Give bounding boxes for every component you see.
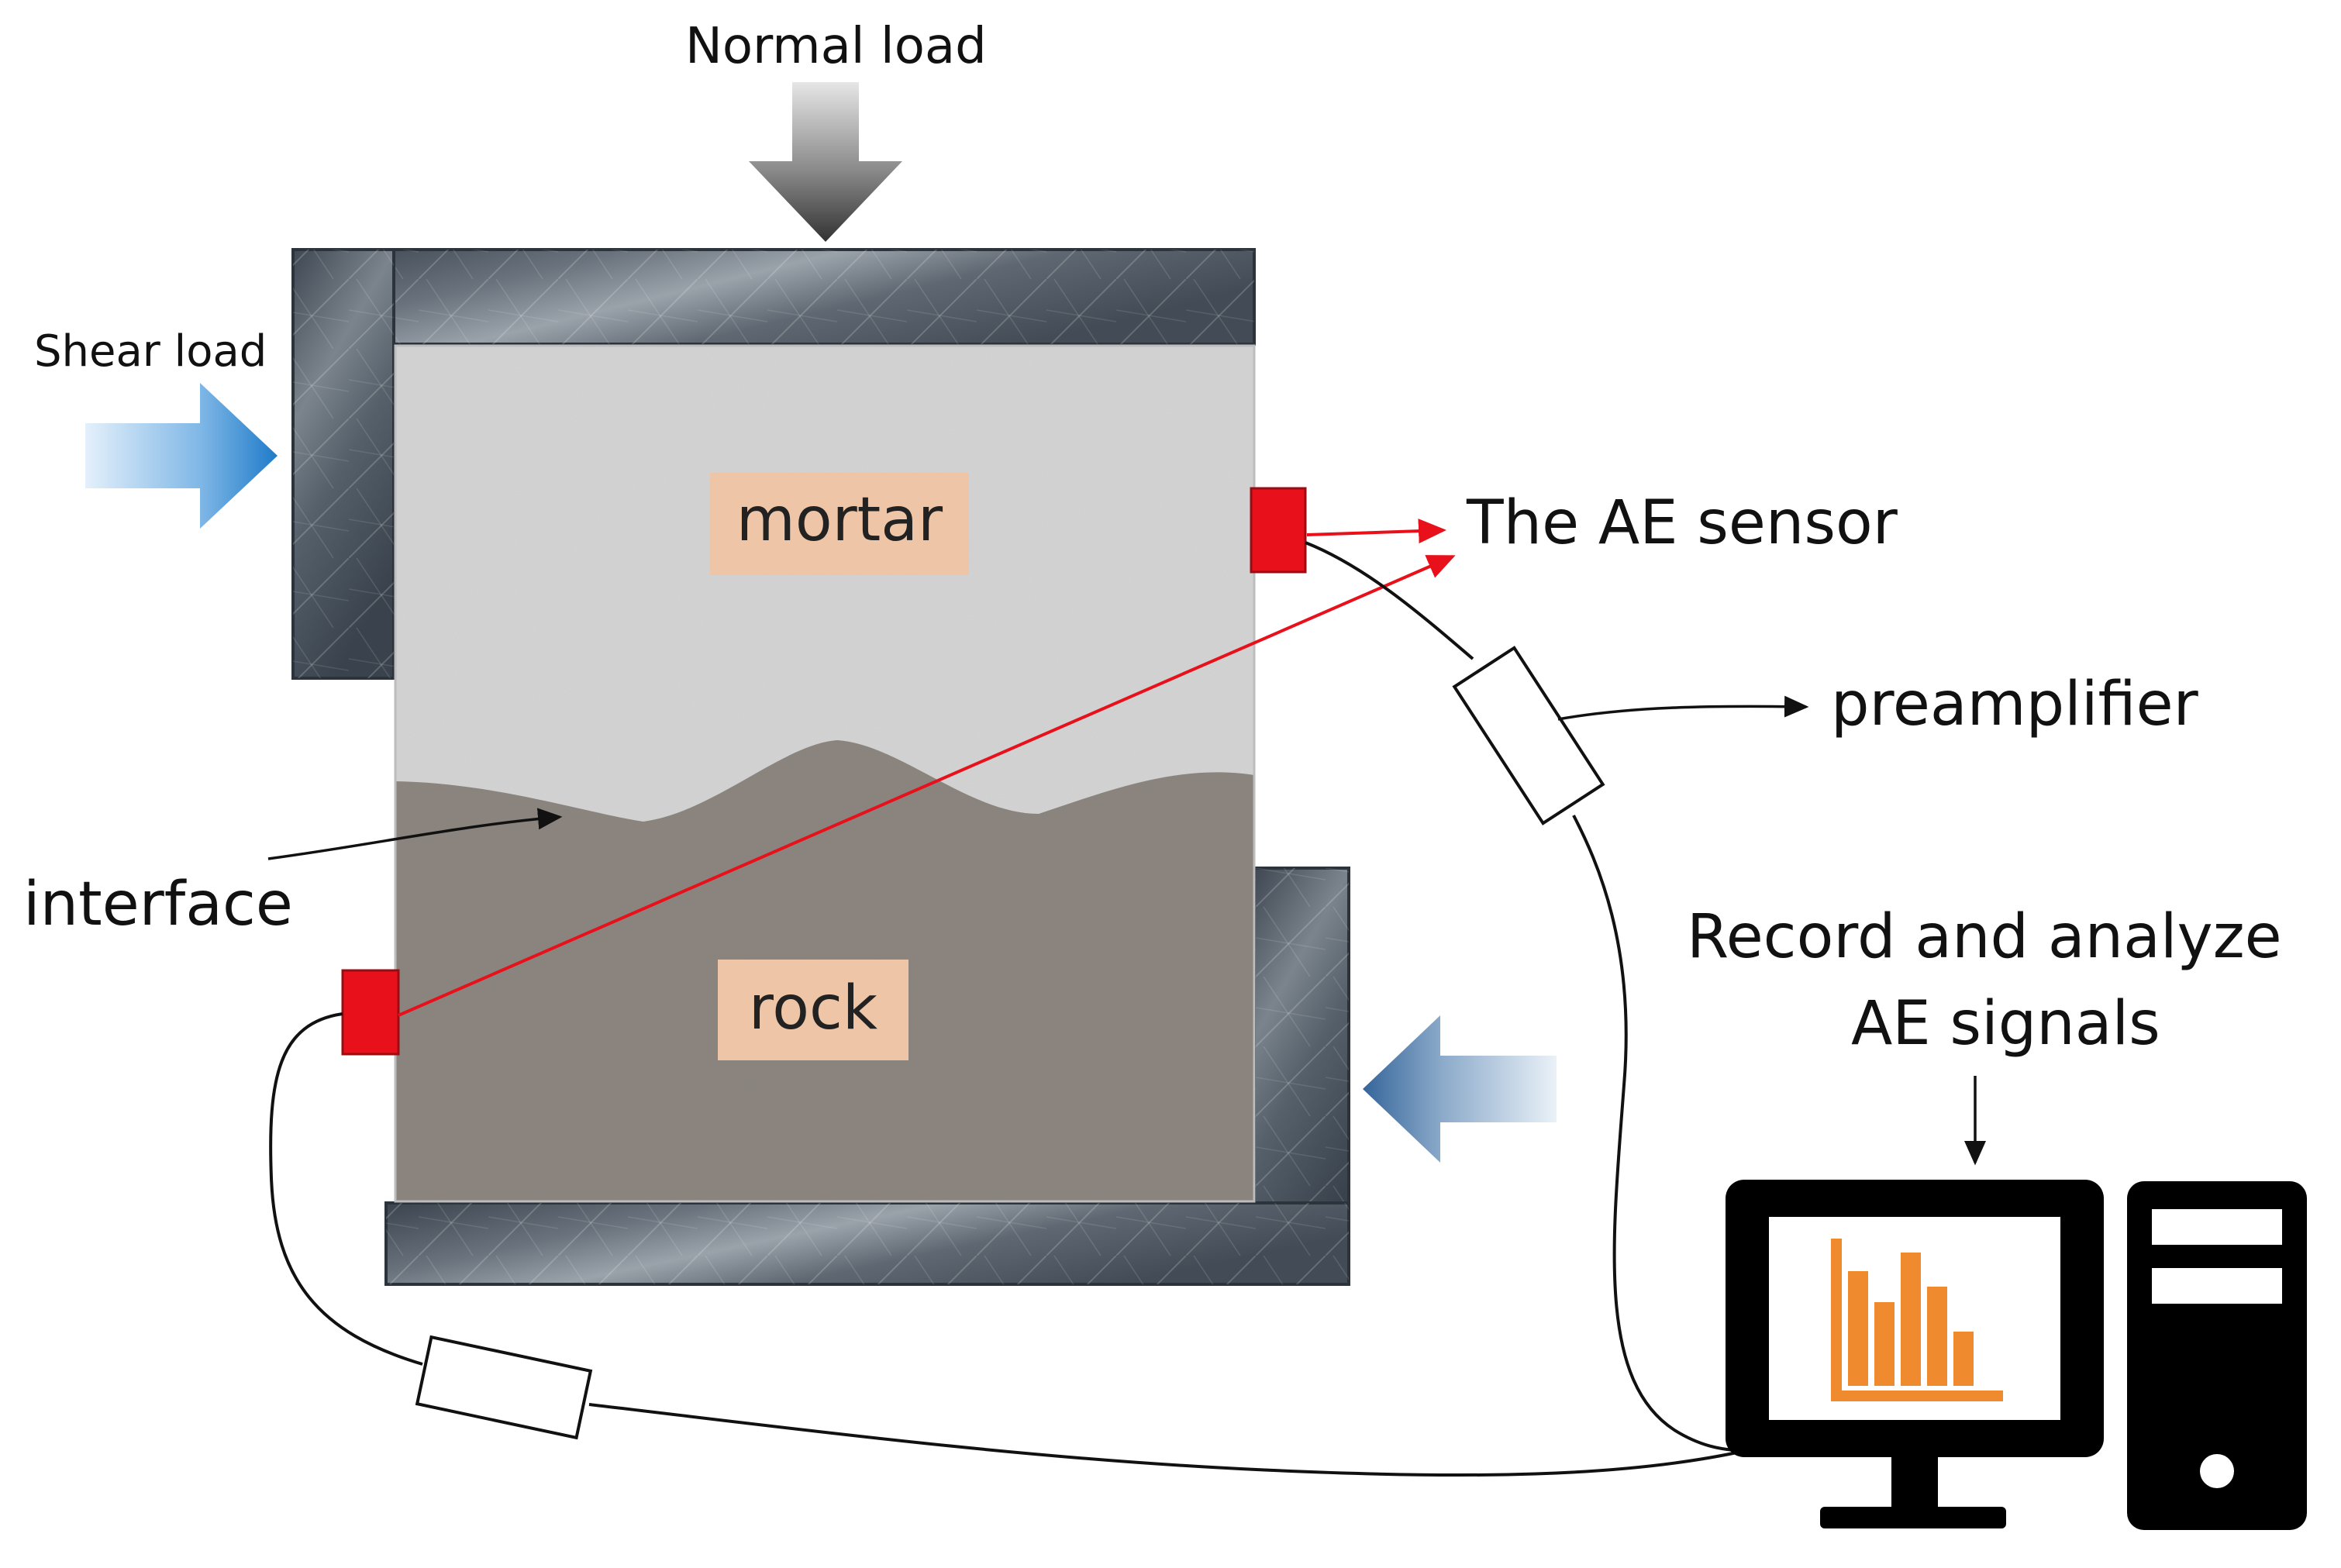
ae-sensor-bottom-left (341, 969, 400, 1056)
signal-line-top (1306, 519, 1446, 544)
preamplifier-pointer (1557, 695, 1809, 721)
ae-sensor-label: The AE sensor (1467, 488, 1898, 558)
preamplifier-bottom (415, 1335, 593, 1440)
preamplifier-top (1452, 646, 1605, 825)
mortar-label-bg (710, 473, 969, 575)
cable-bottom-sensor (269, 1012, 423, 1366)
interface-pointer (267, 808, 563, 860)
cable-preamp-bottom-to-computer (588, 1403, 1745, 1477)
lower-shear-box (384, 867, 1350, 1286)
ae-sensor-top-right (1250, 487, 1307, 574)
cable-preamp-to-computer (1572, 815, 1741, 1453)
preamplifier-label: preamplifier (1831, 670, 2198, 739)
normal-load-label: Normal load (685, 18, 987, 75)
shear-load-arrow (85, 383, 278, 529)
ae-signals-label: AE signals (1851, 989, 2160, 1059)
monitor-icon (1726, 1180, 2104, 1528)
shear-load-label: Shear load (34, 326, 267, 377)
computer-tower-icon (2127, 1181, 2307, 1530)
cable-top-sensor (1305, 541, 1474, 660)
upper-shear-box (291, 248, 1256, 680)
record-analyze-label: Record and analyze (1687, 902, 2282, 972)
rock-label-bg (718, 960, 908, 1060)
normal-load-arrow (749, 82, 902, 242)
interface-label: interface (23, 870, 293, 939)
bar-chart-icon (1831, 1239, 2003, 1401)
rock-label: rock (748, 974, 878, 1043)
mortar-label: mortar (736, 485, 943, 555)
signal-line-bottom (398, 555, 1456, 1017)
reaction-arrow (1363, 1015, 1557, 1163)
